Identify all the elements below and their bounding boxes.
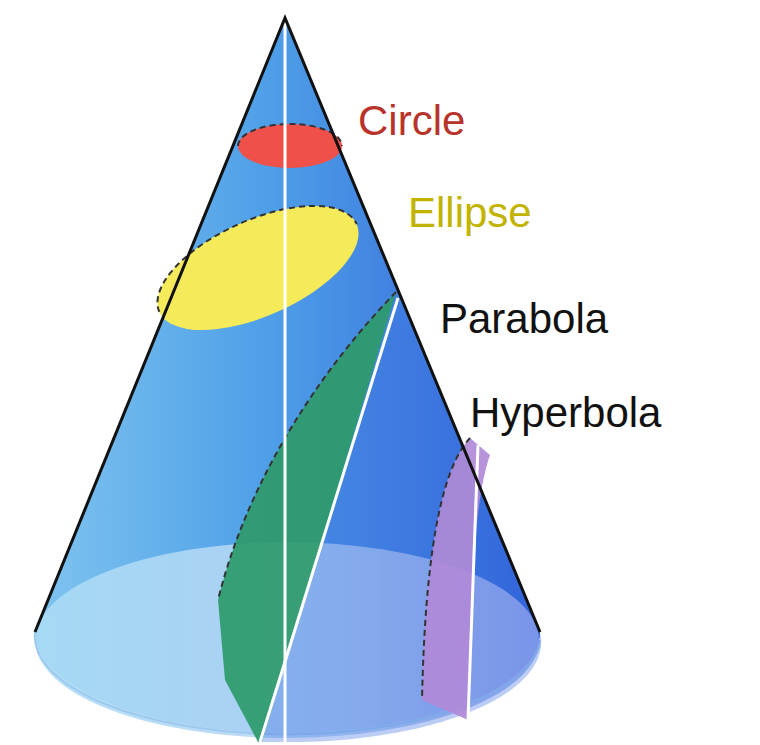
hyperbola-label: Hyperbola [470,390,661,436]
cut-line [260,298,398,742]
ellipse-section [140,180,376,356]
circle-label: Circle [358,98,465,144]
parabola-label: Parabola [440,296,608,342]
cone-axis [284,18,287,742]
ellipse-label: Ellipse [408,190,532,236]
hyperbola-section [422,438,490,720]
parabola-section [218,292,396,742]
circle-section [238,124,342,168]
